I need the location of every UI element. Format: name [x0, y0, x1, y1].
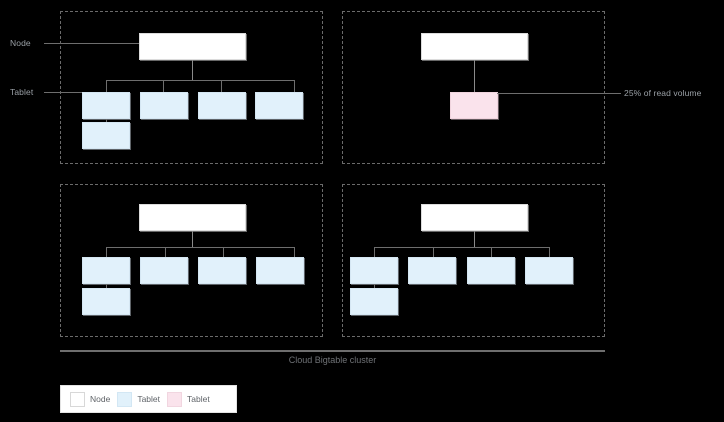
connector-node-trunk-1 [192, 60, 193, 80]
connector-drop-1-3 [221, 80, 222, 92]
legend-item-tablet: Tablet [117, 391, 161, 407]
legend-swatch-tablet [117, 391, 133, 407]
tablet-box-4-3 [467, 257, 515, 284]
leader-line-read-volume [497, 93, 621, 94]
legend-swatch-node [70, 391, 85, 407]
legend-label-node: Node [90, 394, 111, 404]
connector-drop-3-2 [165, 247, 166, 257]
connector-drop-3-1 [106, 247, 107, 257]
node-panel-3 [60, 184, 323, 337]
tablet-box-1-4 [255, 92, 303, 119]
connector-bus-3 [106, 247, 294, 248]
tablet-box-3-3 [198, 257, 246, 284]
connector-node-trunk-3 [192, 231, 193, 247]
legend-item-hot-tablet: Tablet [167, 391, 210, 407]
leader-line-tablet [44, 92, 85, 93]
connector-drop-4-1 [374, 247, 375, 257]
tablet-box-3-5 [82, 288, 130, 315]
connector-drop-4-3 [491, 247, 492, 257]
legend: Node Tablet Tablet [60, 385, 237, 413]
legend-label-tablet: Tablet [137, 394, 161, 404]
node-box-4 [421, 204, 528, 231]
cluster-caption: Cloud Bigtable cluster [288, 355, 377, 365]
legend-label-hot-tablet: Tablet [187, 394, 210, 404]
node-panel-2 [342, 11, 605, 164]
hot-tablet-box-2-1 [450, 92, 498, 119]
tablet-box-4-2 [408, 257, 456, 284]
tablet-box-1-5 [82, 122, 130, 149]
legend-swatch-hot-tablet [167, 391, 183, 407]
cluster-rule [60, 350, 605, 352]
tablet-box-4-1 [350, 257, 398, 284]
connector-drop-3-3 [223, 247, 224, 257]
node-box-2 [421, 33, 528, 60]
node-panel-4 [342, 184, 605, 337]
tablet-box-3-2 [140, 257, 188, 284]
connector-node-trunk-2 [474, 60, 475, 92]
tablet-box-3-4 [256, 257, 304, 284]
side-label-node: Node [10, 38, 31, 48]
tablet-box-1-3 [198, 92, 246, 119]
node-box-1 [139, 33, 246, 60]
node-panel-1 [60, 11, 323, 164]
tablet-box-3-1 [82, 257, 130, 284]
connector-drop-1-2 [163, 80, 164, 92]
connector-drop-4-2 [433, 247, 434, 257]
connector-node-trunk-4 [474, 231, 475, 247]
leader-line-node [44, 43, 148, 44]
callout-read-volume: 25% of read volume [624, 88, 702, 98]
connector-drop-3-4 [294, 247, 295, 257]
connector-drop-1-4 [294, 80, 295, 92]
node-box-3 [139, 204, 246, 231]
tablet-box-1-1 [82, 92, 130, 119]
connector-drop-1-1 [106, 80, 107, 92]
tablet-box-1-2 [140, 92, 188, 119]
tablet-box-4-5 [350, 288, 398, 315]
legend-item-node: Node [70, 391, 111, 407]
connector-bus-1 [106, 80, 294, 81]
connector-bus-4 [374, 247, 549, 248]
connector-drop-4-4 [549, 247, 550, 257]
side-label-tablet: Tablet [10, 87, 34, 97]
tablet-box-4-4 [525, 257, 573, 284]
